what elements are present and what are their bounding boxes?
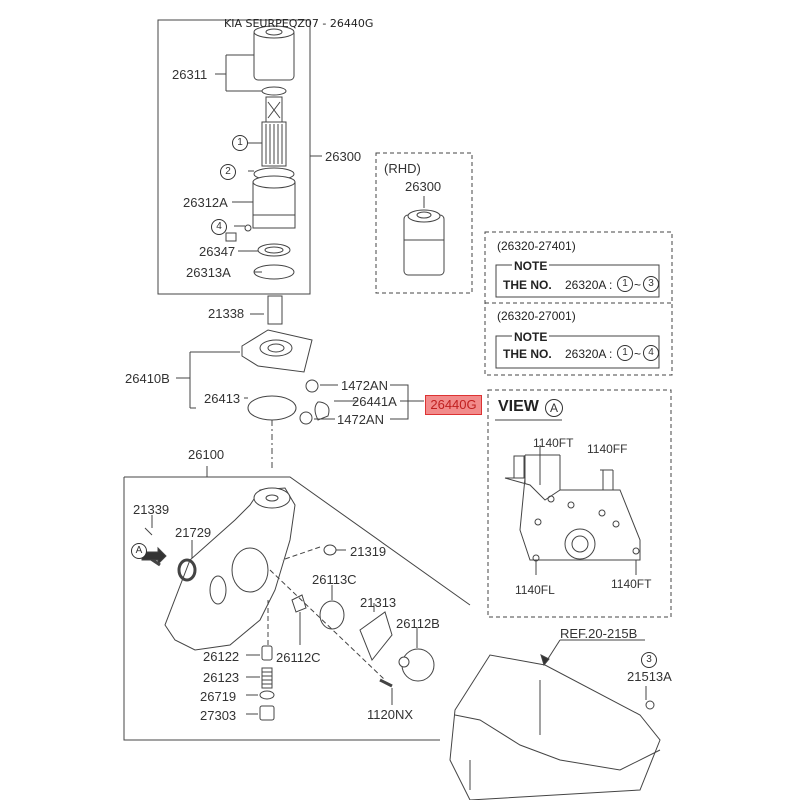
part-label-26347[interactable]: 26347 xyxy=(199,244,236,259)
highlighted-part-26440G[interactable]: 26440G xyxy=(425,395,482,415)
part-label-1120NX[interactable]: 1120NX xyxy=(367,707,414,722)
oil-pan xyxy=(449,654,661,800)
filter-housing xyxy=(252,181,296,229)
rhd-part-label[interactable]: 26300 xyxy=(405,179,442,194)
diagram-title: KIA SEURPEQZ07 - 26440G xyxy=(224,17,374,30)
part-label-26410B[interactable]: 26410B xyxy=(125,371,170,386)
part-label-27303[interactable]: 27303 xyxy=(200,708,237,723)
part-label-26413[interactable]: 26413 xyxy=(204,391,241,406)
part-label-26122[interactable]: 26122 xyxy=(203,649,240,664)
note-1-from: 1 xyxy=(617,276,633,292)
note-2-code: (26320-27001) xyxy=(497,309,576,323)
note-2-prefix: THE NO. xyxy=(503,347,552,361)
part-label-26300[interactable]: 26300 xyxy=(325,149,362,164)
part-label-1472AN-bottom[interactable]: 1472AN xyxy=(337,412,384,427)
part-label-26112B[interactable]: 26112B xyxy=(396,616,440,631)
part-label-26123[interactable]: 26123 xyxy=(203,670,240,685)
view-a-arrow-marker: A xyxy=(131,543,147,559)
part-label-21729[interactable]: 21729 xyxy=(175,525,212,540)
rhd-label: (RHD) xyxy=(384,161,421,176)
note-1-to: 3 xyxy=(643,276,659,292)
part-label-1472AN-top[interactable]: 1472AN xyxy=(341,378,388,393)
view-a-title-text: VIEW xyxy=(498,398,539,415)
bolt-label-1140FT-bottom[interactable]: 1140FT xyxy=(611,577,652,591)
filter-group-box xyxy=(157,19,311,295)
part-label-26112C[interactable]: 26112C xyxy=(276,650,321,665)
part-label-26719[interactable]: 26719 xyxy=(200,689,237,704)
bolt-label-1140FL[interactable]: 1140FL xyxy=(515,583,555,597)
note-1-part: 26320A : xyxy=(565,278,613,292)
part-label-26311[interactable]: 26311 xyxy=(172,67,208,82)
bolt-label-1140FF[interactable]: 1140FF xyxy=(587,442,628,456)
part-label-21338[interactable]: 21338 xyxy=(208,306,245,321)
note-1-prefix: THE NO. xyxy=(503,278,552,292)
callout-4: 4 xyxy=(211,219,227,235)
part-label-26100[interactable]: 26100 xyxy=(188,447,225,462)
view-a-title: VIEW xyxy=(498,398,539,416)
note-2-heading: NOTE xyxy=(512,330,550,344)
rhd-box xyxy=(375,152,473,294)
part-label-26441A[interactable]: 26441A xyxy=(352,394,397,409)
part-label-21319[interactable]: 21319 xyxy=(350,544,387,559)
part-label-26312A[interactable]: 26312A xyxy=(183,195,228,210)
view-a-box xyxy=(487,389,672,618)
note-1-code: (26320-27401) xyxy=(497,239,576,253)
callout-3: 3 xyxy=(641,652,657,668)
note-2-part: 26320A : xyxy=(565,347,613,361)
reference-label[interactable]: REF.20-215B xyxy=(560,626,638,641)
callout-2: 2 xyxy=(220,164,236,180)
part-label-21513A[interactable]: 21513A xyxy=(627,669,672,684)
note-1-sep: ~ xyxy=(634,278,642,292)
note-1-heading: NOTE xyxy=(512,259,550,273)
callout-1: 1 xyxy=(232,135,248,151)
oil-pump-box xyxy=(123,476,471,741)
part-label-26113C[interactable]: 26113C xyxy=(312,572,357,587)
note-2-to: 4 xyxy=(643,345,659,361)
part-label-21313[interactable]: 21313 xyxy=(360,595,397,610)
bolt-label-1140FT-top[interactable]: 1140FT xyxy=(533,436,574,450)
note-2-from: 1 xyxy=(617,345,633,361)
part-label-26313A[interactable]: 26313A xyxy=(186,265,231,280)
note-2-sep: ~ xyxy=(634,347,642,361)
part-label-21339[interactable]: 21339 xyxy=(133,502,170,517)
view-a-marker: A xyxy=(545,399,563,417)
